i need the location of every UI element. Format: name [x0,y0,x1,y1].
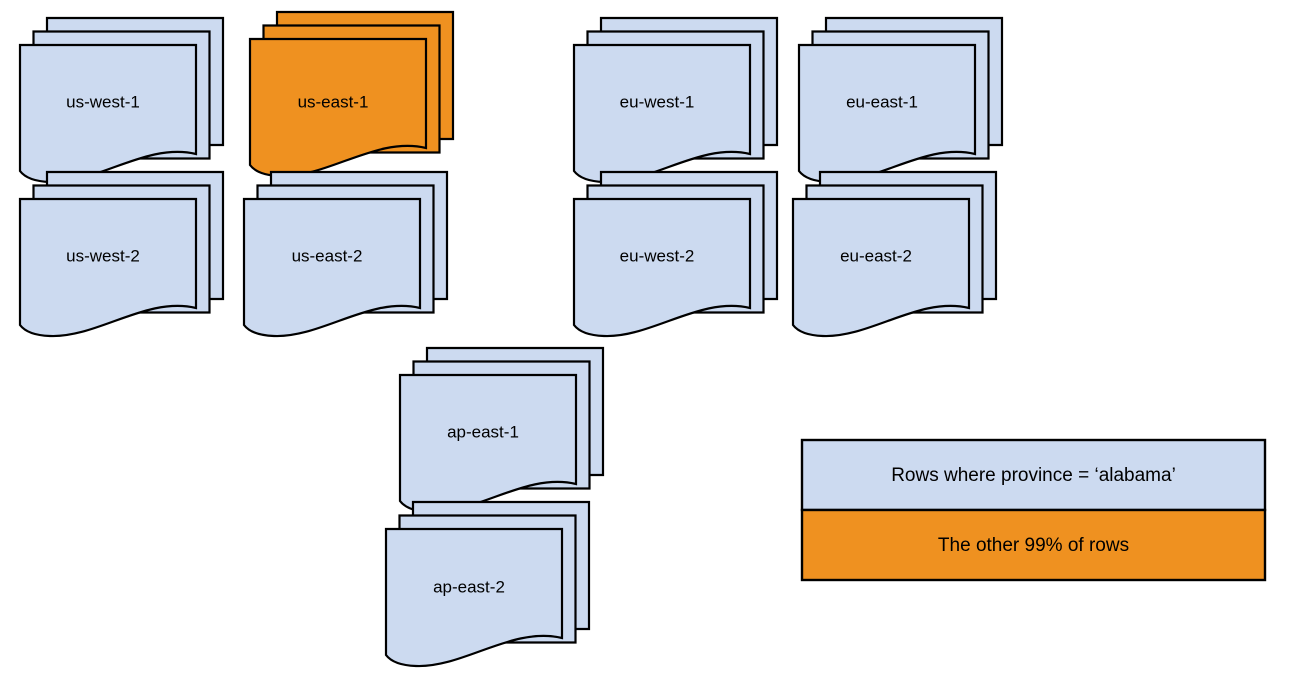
document-stacks-group: us-west-1 us-east-1 eu-west-1 eu-east-1 us-w… [18,10,1004,668]
stack-sheet-front [398,373,578,514]
document-stack-eu-west-1[interactable]: eu-west-1 [572,16,779,184]
stack-sheet-front [572,197,752,338]
stack-sheet-front [384,527,564,668]
document-stack-us-west-2[interactable]: us-west-2 [18,170,225,338]
stack-label-ap-east-2: ap-east-2 [433,577,505,596]
legend-group: Rows where province = ‘alabama’ The other… [800,438,1267,582]
legend-label-other-rows: The other 99% of rows [938,535,1129,556]
stack-label-us-west-1: us-west-1 [66,92,140,111]
stack-label-us-west-2: us-west-2 [66,246,140,265]
legend-item-other-rows: The other 99% of rows [800,508,1267,582]
legend-label-rows-alabama: Rows where province = ‘alabama’ [891,465,1176,486]
document-stack-ap-east-1[interactable]: ap-east-1 [398,346,605,514]
stack-sheet-front [242,197,422,338]
stack-label-us-east-1: us-east-1 [298,92,369,111]
document-stack-us-east-2[interactable]: us-east-2 [242,170,449,338]
document-stack-ap-east-2[interactable]: ap-east-2 [384,500,591,668]
stack-label-us-east-2: us-east-2 [292,246,363,265]
document-stack-us-west-1[interactable]: us-west-1 [18,16,225,184]
stack-sheet-front [18,43,198,184]
stack-label-eu-west-2: eu-west-2 [620,246,695,265]
legend-swatch-other-rows [800,508,1267,582]
stack-sheet-front [791,197,971,338]
document-stack-us-east-1[interactable]: us-east-1 [248,10,455,178]
stack-sheet-front [797,43,977,184]
document-stack-eu-west-2[interactable]: eu-west-2 [572,170,779,338]
legend-item-rows-alabama: Rows where province = ‘alabama’ [800,438,1267,512]
document-stack-eu-east-2[interactable]: eu-east-2 [791,170,998,338]
stack-sheet-front [18,197,198,338]
stack-label-ap-east-1: ap-east-1 [447,422,519,441]
stack-label-eu-east-2: eu-east-2 [840,246,912,265]
stack-label-eu-east-1: eu-east-1 [846,92,918,111]
stack-sheet-front [572,43,752,184]
legend-swatch-rows-alabama [800,438,1267,512]
stack-label-eu-west-1: eu-west-1 [620,92,695,111]
document-stack-eu-east-1[interactable]: eu-east-1 [797,16,1004,184]
